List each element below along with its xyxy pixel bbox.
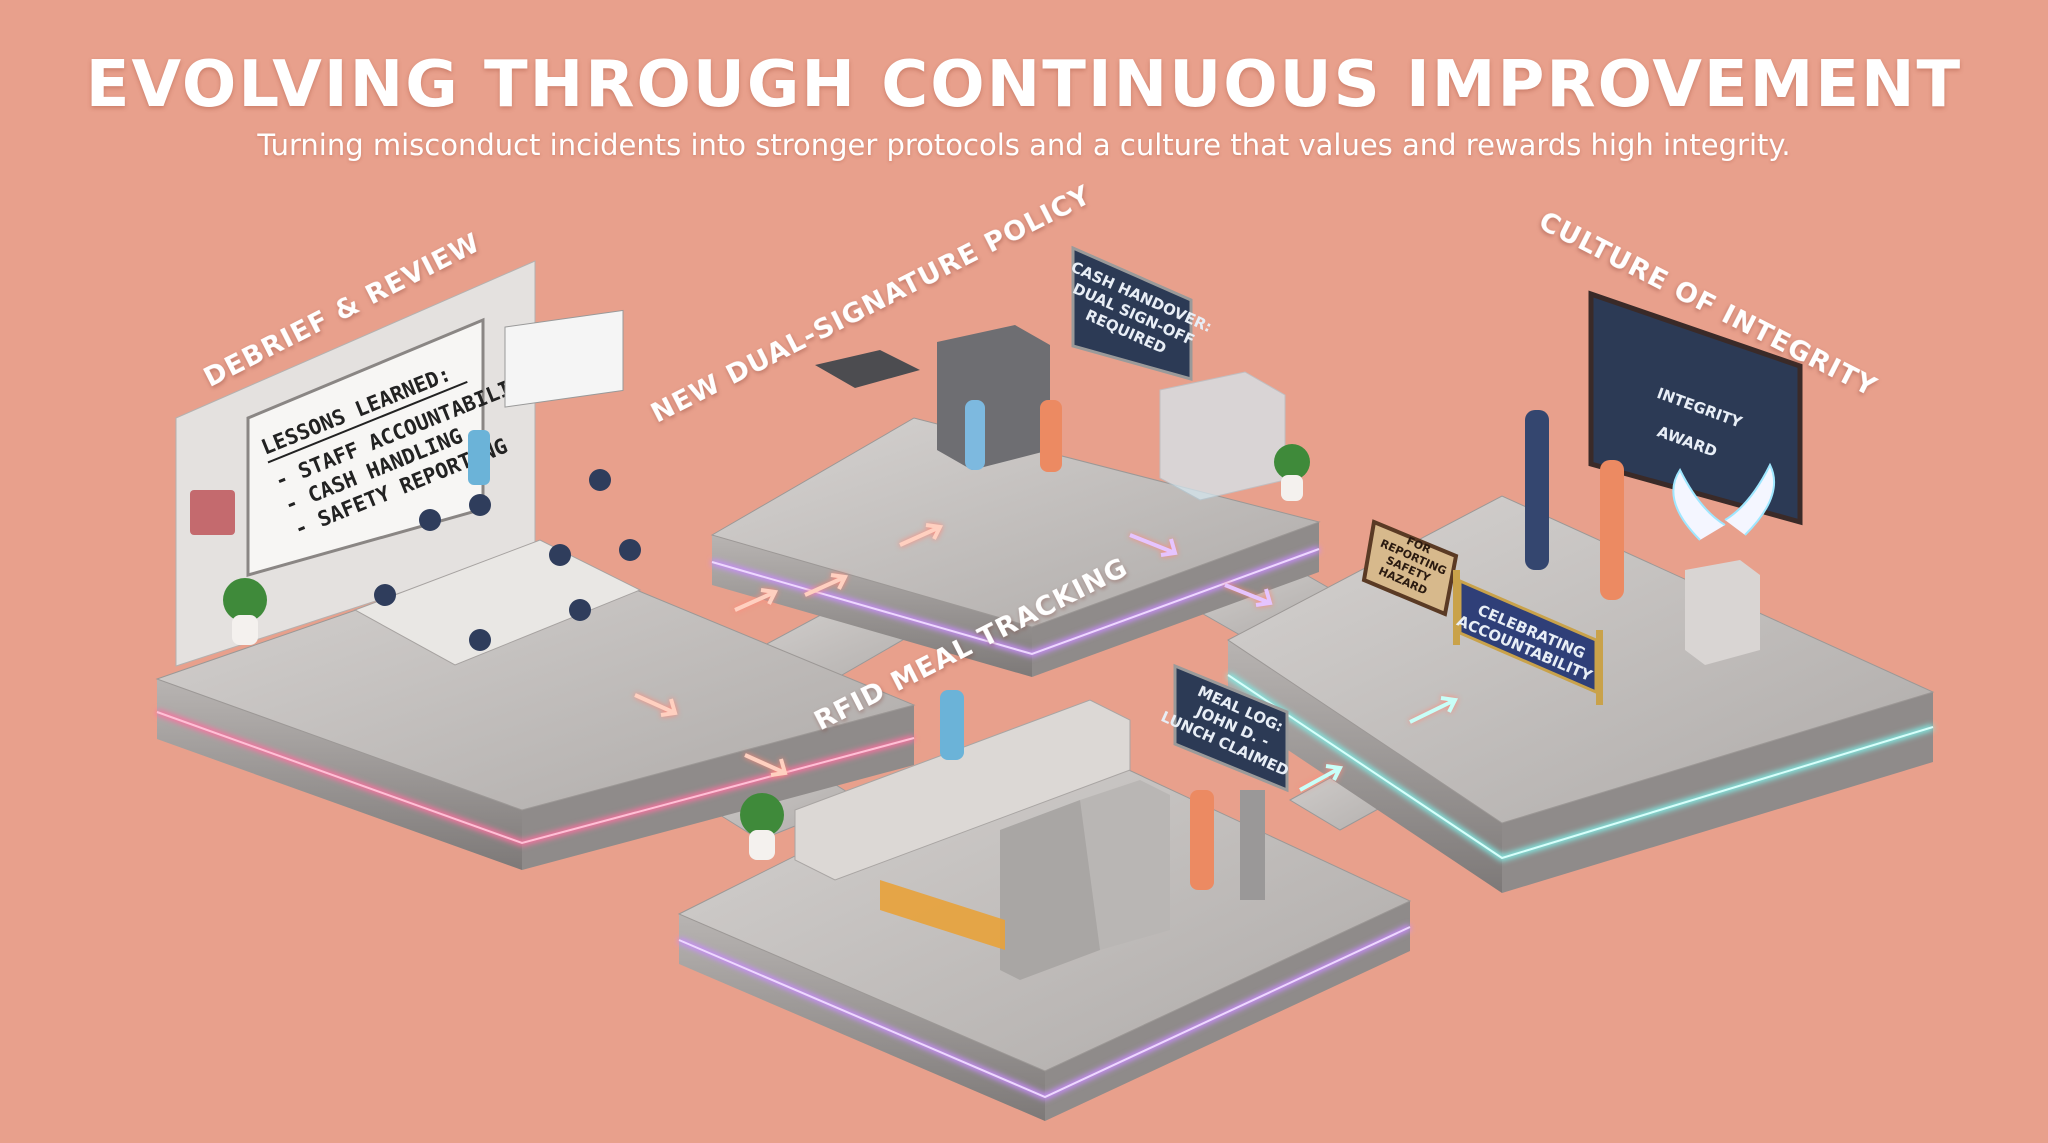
arrow-icon — [1129, 533, 1178, 557]
cash-handover-screen: CASH HANDOVER: DUAL SIGN-OFF REQUIRED — [1068, 245, 1215, 381]
celebrating-accountability-banner: CELEBRATING ACCOUNTABILITY — [1453, 570, 1603, 705]
wings-logo-icon — [190, 490, 235, 535]
arrow-icon — [744, 753, 788, 777]
arrow-icon — [899, 523, 944, 547]
cash-area — [815, 325, 1286, 501]
arrow-icon — [734, 588, 779, 612]
plant-icon — [223, 444, 1310, 860]
meeting-scene — [353, 309, 642, 666]
page-subtitle: Turning misconduct incidents into strong… — [257, 128, 1791, 162]
wings-icon — [1672, 462, 1776, 541]
arrow-icon — [634, 693, 678, 717]
arrow-icon — [1224, 583, 1273, 607]
integrity-award-screen: INTEGRITY AWARD — [1525, 290, 1803, 665]
platform-dual-signature — [710, 417, 1321, 677]
arrow-icon — [1299, 764, 1344, 792]
arrow-icon — [1409, 696, 1459, 724]
flow-arrows — [634, 523, 1459, 792]
platform-culture-of-integrity — [1226, 495, 1935, 893]
canteen-scene — [794, 690, 1265, 980]
page-title: EVOLVING THROUGH CONTINUOUS IMPROVEMENT — [85, 48, 1963, 122]
arrow-icon — [804, 573, 849, 597]
